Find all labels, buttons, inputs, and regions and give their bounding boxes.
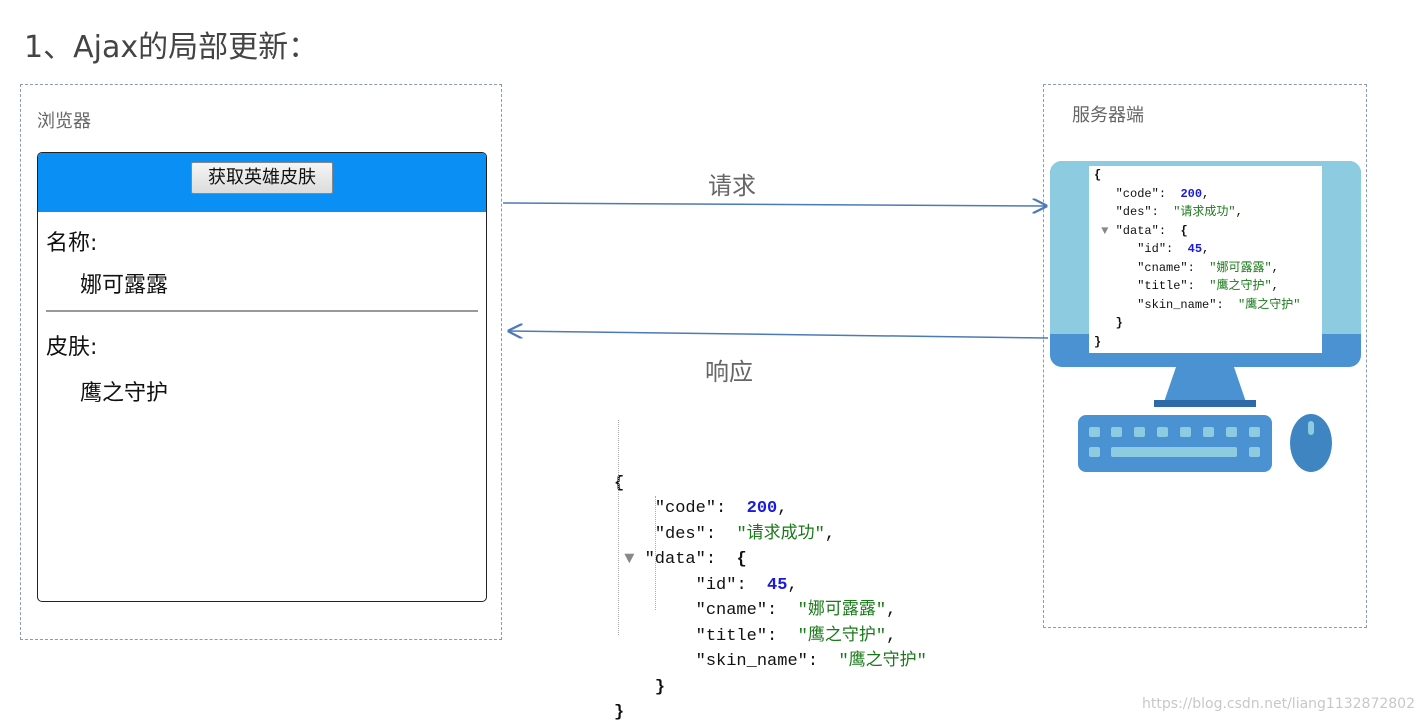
browser-panel: 浏览器 获取英雄皮肤 名称: 娜可露露 皮肤: 鹰之守护 — [20, 84, 502, 640]
request-label: 请求 — [708, 172, 756, 200]
browser-window: 获取英雄皮肤 名称: 娜可露露 皮肤: 鹰之守护 — [37, 152, 487, 602]
json-brace: { — [1180, 223, 1188, 238]
json-brace: } — [614, 703, 625, 722]
json-number: 45 — [1187, 242, 1203, 256]
json-key: "skin_name" — [1137, 297, 1217, 312]
json-brace: { — [1094, 168, 1102, 182]
json-key: "des" — [654, 524, 706, 544]
json-key: "id" — [1137, 242, 1167, 256]
browser-label: 浏览器 — [37, 111, 91, 132]
response-label: 响应 — [705, 358, 753, 386]
name-label: 名称: — [46, 231, 98, 256]
json-key: "data" — [644, 550, 706, 569]
json-response: { "code": 200, "des": "请求成功", ▼ "data": … — [614, 394, 927, 726]
json-string: "鹰之守护" — [797, 626, 887, 646]
json-key: "des" — [1115, 205, 1152, 219]
json-number: 45 — [767, 575, 788, 595]
mouse-icon — [1290, 414, 1332, 472]
collapse-triangle-icon[interactable]: ▼ — [624, 550, 635, 569]
browser-header-bar: 获取英雄皮肤 — [38, 153, 486, 212]
watermark: https://blog.csdn.net/liang1132872802 — [1142, 696, 1415, 712]
request-arrow — [502, 203, 1046, 206]
response-arrow — [509, 331, 1049, 339]
json-guide — [618, 420, 619, 635]
json-brace: { — [614, 473, 625, 493]
json-key: "cname" — [695, 601, 768, 620]
json-key: "cname" — [1137, 260, 1188, 275]
json-string: "鹰之守护" — [1209, 279, 1272, 293]
keyboard-icon — [1078, 415, 1272, 472]
json-brace: { — [736, 550, 747, 569]
skin-value: 鹰之守护 — [80, 381, 169, 406]
json-string: "鹰之守护" — [838, 652, 927, 671]
divider — [46, 310, 478, 312]
json-string: "鹰之守护" — [1238, 297, 1301, 312]
json-key: "data" — [1115, 223, 1159, 238]
page-title: 1、Ajax的局部更新： — [24, 30, 319, 65]
json-string: "请求成功" — [736, 524, 825, 544]
json-key: "code" — [1115, 186, 1159, 201]
json-string: "娜可露露" — [1209, 260, 1272, 275]
json-string: "娜可露露" — [797, 601, 887, 620]
json-brace: } — [654, 677, 666, 697]
skin-label: 皮肤: — [46, 335, 98, 360]
json-number: 200 — [746, 499, 778, 518]
monitor-json: { "code": 200, "des": "请求成功", ▼ "data": … — [1094, 168, 1301, 349]
json-brace: } — [1115, 316, 1123, 330]
json-key: "code" — [654, 499, 717, 518]
server-panel: 服务器端 — [1043, 84, 1367, 628]
collapse-triangle-icon[interactable]: ▼ — [1101, 223, 1109, 238]
json-string: "请求成功" — [1173, 205, 1236, 219]
monitor-icon — [1050, 161, 1361, 407]
json-guide — [655, 496, 656, 610]
fetch-hero-skin-button[interactable]: 获取英雄皮肤 — [191, 162, 333, 194]
name-value: 娜可露露 — [80, 273, 169, 298]
json-key: "title" — [695, 626, 768, 646]
json-brace: } — [1094, 334, 1102, 349]
server-label: 服务器端 — [1072, 105, 1144, 126]
json-key: "title" — [1137, 279, 1188, 293]
json-key: "id" — [695, 575, 737, 595]
json-key: "skin_name" — [695, 652, 808, 671]
json-number: 200 — [1180, 186, 1203, 201]
